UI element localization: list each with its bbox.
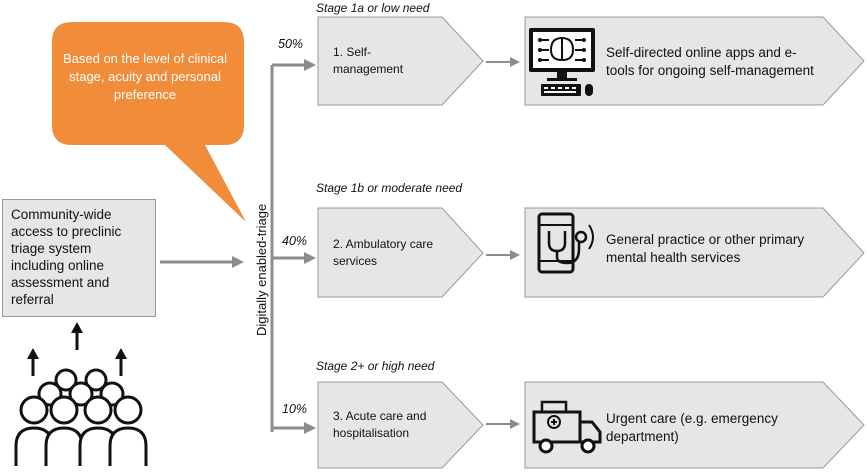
service-chevron-2 [317, 207, 484, 298]
phone-stethoscope-icon [537, 212, 594, 274]
crowd-icon [14, 368, 148, 466]
percent-3: 10% [282, 402, 308, 416]
percent-1: 50% [278, 37, 304, 51]
input-box: Community-wide access to preclinic triag… [2, 199, 156, 317]
outcome-chevron-1 [524, 16, 865, 106]
outcome-text-3: Urgent care (e.g. emergency department) [606, 411, 778, 444]
outcome-chevron-2 [524, 207, 865, 298]
outcome-text-2: General practice or other primary mental… [606, 232, 805, 265]
service-chevron-3 [317, 381, 484, 469]
stage-label-3: Stage 2+ or high need [316, 359, 435, 373]
computer-brain-icon [529, 28, 595, 96]
outcome-text-1: Self-directed online apps and e-tools fo… [606, 45, 814, 78]
service-chevron-1 [317, 16, 484, 106]
ambulance-icon [532, 400, 602, 454]
callout-text: Based on the level of clinical stage, ac… [62, 51, 228, 102]
service-text-1: 1. Self-management [333, 45, 404, 76]
outcome-chevron-3 [524, 381, 865, 469]
percent-2: 40% [282, 234, 308, 248]
stage-label-1: Stage 1a or low need [316, 1, 430, 15]
service-text-2: 2. Ambulatory care services [333, 237, 434, 268]
stage-label-2: Stage 1b or moderate need [316, 181, 463, 195]
service-text-3: 3. Acute care and hospitalisation [333, 409, 427, 440]
